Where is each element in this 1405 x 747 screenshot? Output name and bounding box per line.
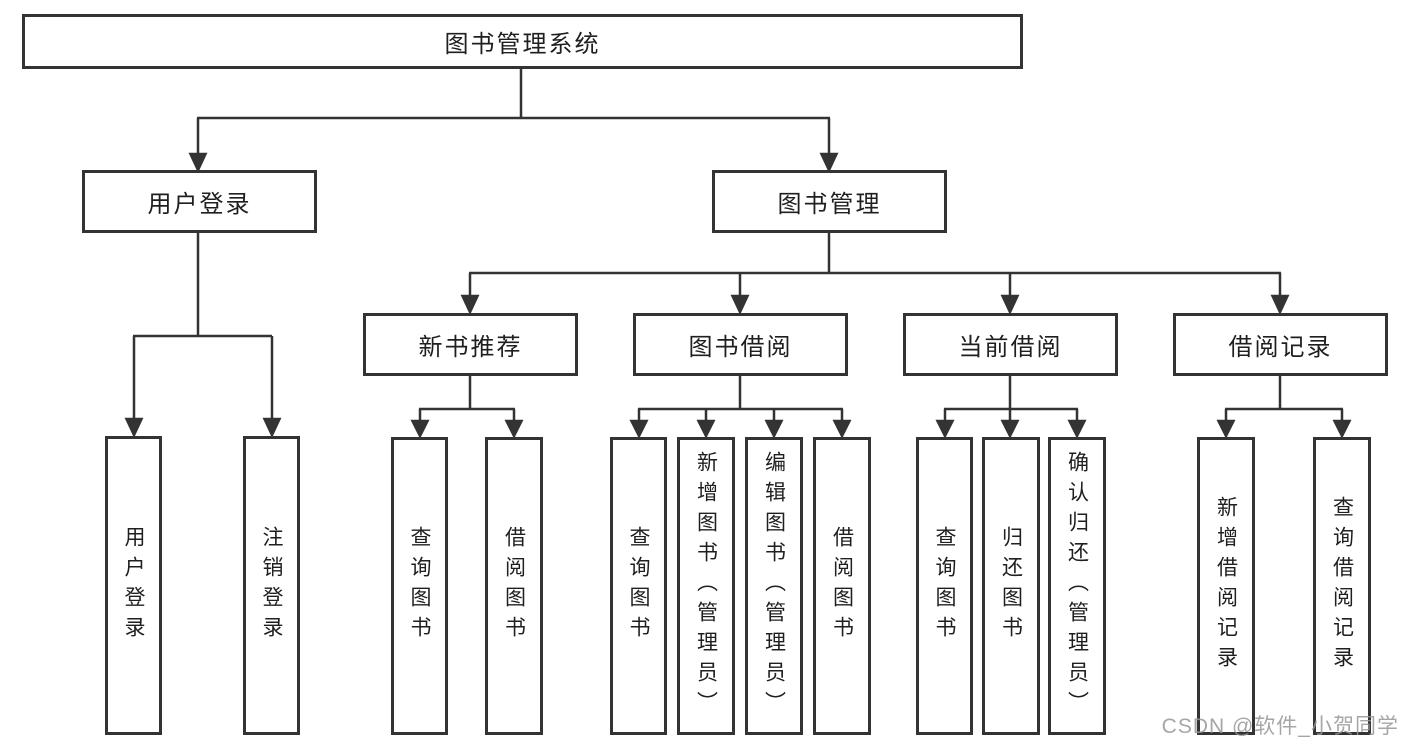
leaf-logout: 注销登录: [243, 436, 300, 735]
node-book-management: 图书管理: [712, 170, 947, 233]
leaf-query-books-borrowing: 查询图书: [610, 437, 667, 735]
node-borrowing-records: 借阅记录: [1173, 313, 1388, 376]
leaf-add-borrow-record: 新增借阅记录: [1197, 437, 1255, 735]
leaf-add-books-admin: 新增图书（管理员）: [677, 437, 735, 735]
leaf-query-borrow-record: 查询借阅记录: [1313, 437, 1371, 735]
node-library-management-system: 图书管理系统: [22, 14, 1023, 69]
leaf-confirm-return-admin: 确认归还（管理员）: [1048, 437, 1106, 735]
leaf-edit-books-admin: 编辑图书（管理员）: [745, 437, 803, 735]
leaf-query-books-current: 查询图书: [916, 437, 973, 735]
node-user-login: 用户登录: [82, 170, 317, 233]
node-book-borrowing: 图书借阅: [633, 313, 848, 376]
leaf-user-login: 用户登录: [105, 436, 162, 735]
node-new-book-recommendation: 新书推荐: [363, 313, 578, 376]
leaf-query-books-recommend: 查询图书: [391, 437, 448, 735]
leaf-borrow-books: 借阅图书: [813, 437, 871, 735]
node-current-borrowing: 当前借阅: [903, 313, 1118, 376]
csdn-watermark: CSDN @软件_小贺同学: [1161, 715, 1399, 738]
leaf-return-books: 归还图书: [982, 437, 1040, 735]
leaf-borrow-books-recommend: 借阅图书: [485, 437, 543, 735]
